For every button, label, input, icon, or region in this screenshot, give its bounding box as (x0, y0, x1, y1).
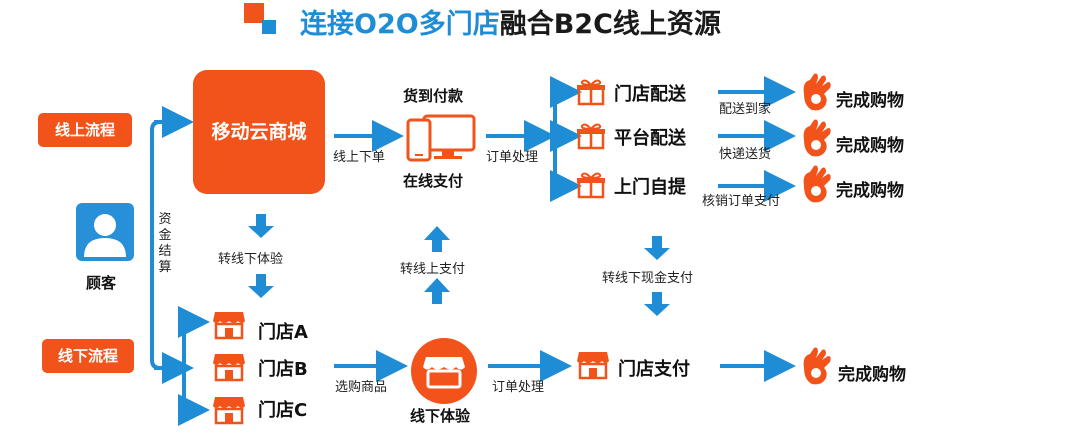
block-arrow-down-1 (248, 214, 274, 238)
to-offline-cash-label: 转线下现金支付 (602, 271, 694, 286)
store-icon (576, 350, 610, 380)
cod-label: 货到付款 (403, 87, 464, 105)
offline-experience-icon (410, 337, 478, 405)
online-pay-label: 在线支付 (403, 172, 464, 190)
page-title: 连接O2O多门店融合B2C线上资源 (300, 2, 721, 41)
order-process-top-label: 订单处理 (486, 150, 539, 165)
ok-hand-icon (800, 118, 834, 158)
store-b-label: 门店B (258, 359, 308, 380)
delivery-bracket (553, 90, 564, 188)
ok-hand-icon (800, 346, 834, 386)
delivery-note-2: 快递送货 (719, 147, 772, 162)
order-process-bottom-label: 订单处理 (492, 380, 545, 395)
offline-experience-label: 线下体验 (410, 407, 471, 425)
customer-icon (76, 203, 134, 261)
online-order-label: 线上下单 (333, 150, 386, 165)
block-arrow-down-2 (248, 274, 274, 298)
block-arrow-up-1 (424, 226, 450, 252)
title-part-1: 连接O2O多门店 (300, 9, 500, 40)
block-arrow-up-2 (424, 278, 450, 304)
mobile-mall-box: 移动云商城 (193, 70, 325, 194)
delivery-pickup-label: 上门自提 (614, 177, 686, 198)
online-flow-tag: 线上流程 (38, 113, 132, 147)
delivery-store-label: 门店配送 (614, 84, 686, 105)
ok-hand-icon (800, 72, 834, 112)
devices-icon (404, 112, 478, 164)
stores-bracket (182, 320, 193, 412)
store-c-label: 门店C (258, 400, 308, 421)
store-icon (212, 395, 246, 425)
done-2: 完成购物 (836, 136, 904, 156)
done-3: 完成购物 (836, 181, 904, 201)
customer-label: 顾客 (86, 274, 117, 292)
store-a-label: 门店A (258, 322, 308, 343)
store-icon (212, 352, 246, 382)
title-square-orange (244, 3, 264, 23)
block-arrow-down-4 (644, 292, 670, 316)
to-online-pay-label: 转线上支付 (400, 262, 466, 277)
delivery-platform-label: 平台配送 (614, 128, 686, 149)
done-1: 完成购物 (836, 91, 904, 111)
offline-flow-tag: 线下流程 (42, 339, 134, 373)
store-pay-label: 门店支付 (618, 359, 690, 380)
gift-icon (576, 171, 606, 199)
to-offline-experience-label: 转线下体验 (218, 252, 284, 267)
title-part-2: 融合B2C线上资源 (499, 9, 721, 40)
ok-hand-icon (800, 164, 834, 204)
delivery-note-1: 配送到家 (719, 102, 772, 117)
fund-settlement-label: 资金结算 (158, 212, 172, 275)
gift-icon (576, 78, 606, 106)
block-arrow-down-3 (644, 236, 670, 260)
gift-icon (576, 122, 606, 150)
store-icon (212, 310, 246, 340)
title-square-blue (262, 20, 276, 34)
select-goods-label: 选购商品 (335, 380, 388, 395)
delivery-note-3: 核销订单支付 (702, 194, 781, 209)
done-bottom: 完成购物 (838, 365, 906, 385)
